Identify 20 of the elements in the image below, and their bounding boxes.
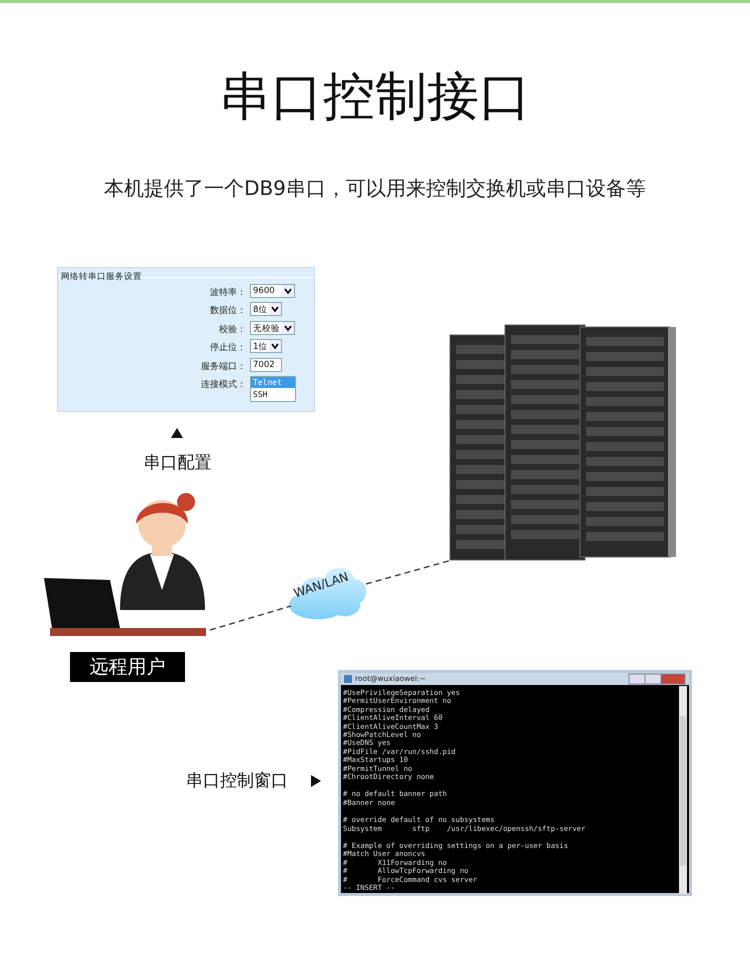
- field-value: 8位: [253, 304, 268, 316]
- field-label: 服务端口：: [200, 360, 246, 373]
- field-value: 7002: [253, 360, 275, 370]
- user-label: 远程用户: [70, 652, 185, 682]
- field-label: 波特率：: [209, 286, 246, 299]
- selected-option: Telnet: [251, 377, 295, 388]
- list-option: SSH: [251, 389, 295, 400]
- subtitle: 本机提供了一个DB9串口，可以用来控制交换机或串口设备等: [103, 175, 647, 202]
- field-label: 连接模式：: [200, 378, 246, 391]
- field-value: 9600: [253, 286, 275, 296]
- caption: 串口配置: [142, 452, 212, 474]
- title: 串口控制接口: [218, 66, 532, 129]
- field-label: 校验：: [218, 324, 246, 336]
- dashed-connector: [210, 605, 292, 631]
- panel-heading: 网络转串口服务设置: [61, 271, 142, 283]
- field-label: 数据位：: [209, 304, 246, 318]
- field-value: 1位: [253, 341, 268, 354]
- window-caption: 串口控制窗口: [186, 770, 288, 792]
- field-label: 停止位：: [209, 342, 246, 354]
- field-value: 无校验: [253, 322, 280, 335]
